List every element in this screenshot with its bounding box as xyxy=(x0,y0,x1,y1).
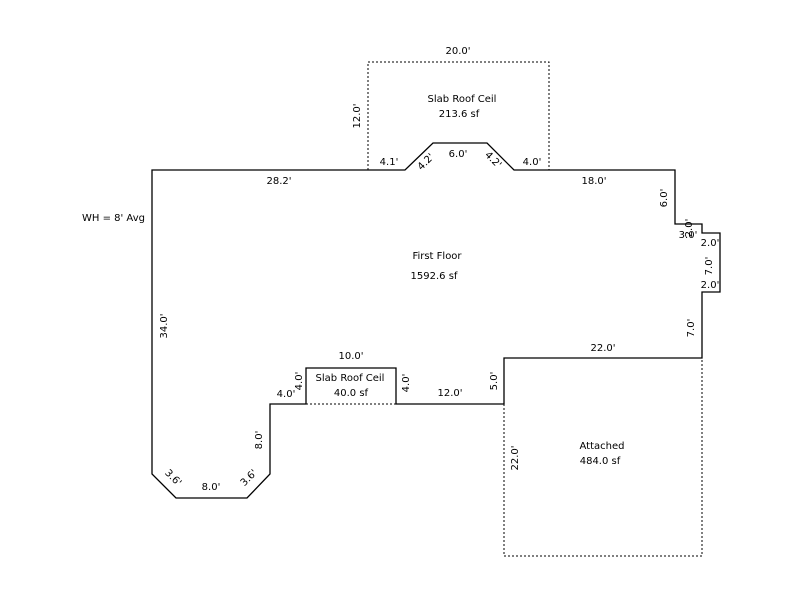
wall-height-note: WH = 8' Avg xyxy=(82,213,145,224)
first-floor-name: First Floor xyxy=(412,251,462,262)
attached-garage-outline xyxy=(503,358,703,557)
dim-top-20: 20.0' xyxy=(445,46,470,57)
first-floor-size: 1592.6 sf xyxy=(411,271,458,282)
dim-22-0-top: 22.0' xyxy=(590,343,615,354)
dim-8-0-bottom: 8.0' xyxy=(202,482,221,493)
dim-3-0: 3.0' xyxy=(679,230,698,241)
slab-roof-top-outline xyxy=(367,61,550,170)
dim-4-2-left: 4.2' xyxy=(416,152,437,173)
dim-2-0-b: 2.0' xyxy=(701,280,720,291)
slab-top-size: 213.6 sf xyxy=(439,109,480,120)
dim-18-0: 18.0' xyxy=(581,176,606,187)
dim-4-0-top: 4.0' xyxy=(523,157,542,168)
dim-left-12: 12.0' xyxy=(352,103,363,128)
dim-22-0-left: 22.0' xyxy=(510,445,521,470)
dim-8-0-v: 8.0' xyxy=(254,431,265,450)
dim-10-0: 10.0' xyxy=(338,351,363,362)
dim-4-0-h: 4.0' xyxy=(277,389,296,400)
dim-4-0-v-left: 4.0' xyxy=(294,372,305,391)
dim-4-2-right: 4.2' xyxy=(482,150,503,171)
slab-small-name: Slab Roof Ceil xyxy=(316,373,385,384)
slab-small-size: 40.0 sf xyxy=(334,388,369,399)
first-floor-outline xyxy=(151,142,721,499)
attached-size: 484.0 sf xyxy=(580,456,621,467)
dim-6-0-right: 6.0' xyxy=(659,189,670,208)
dim-4-0-v-right: 4.0' xyxy=(401,374,412,393)
dim-7-0-right: 7.0' xyxy=(686,319,697,338)
dim-5-0: 5.0' xyxy=(489,372,500,391)
dim-34-0: 34.0' xyxy=(159,313,170,338)
slab-top-name: Slab Roof Ceil xyxy=(428,94,497,105)
dim-6-0: 6.0' xyxy=(449,149,468,160)
dim-2-0-c: 2.0' xyxy=(684,219,695,238)
dim-28-2: 28.2' xyxy=(266,176,291,187)
attached-name: Attached xyxy=(580,441,625,452)
dim-3-6-left: 3.6' xyxy=(162,468,183,489)
dim-3-6-right: 3.6' xyxy=(239,468,260,489)
dim-12-0: 12.0' xyxy=(437,388,462,399)
dim-4-1: 4.1' xyxy=(380,157,399,168)
dim-2-0-a: 2.0' xyxy=(701,238,720,249)
dim-7-0-bay: 7.0' xyxy=(704,257,715,276)
